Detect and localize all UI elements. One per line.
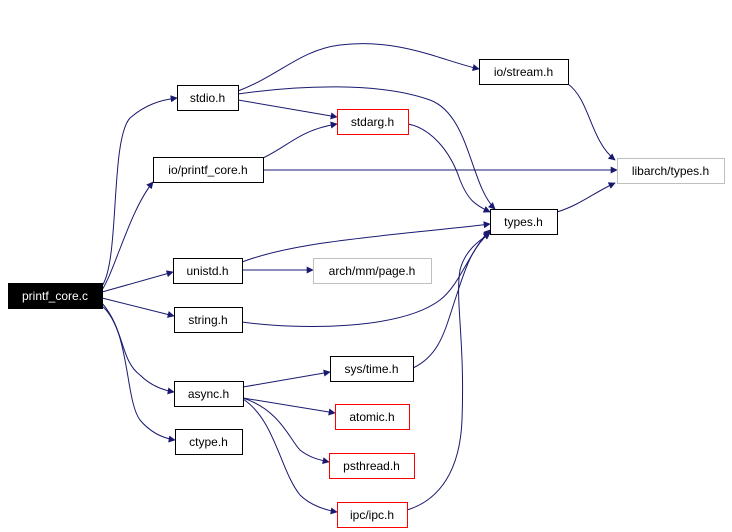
node-box[interactable] xyxy=(479,59,569,85)
node-printf-core-c[interactable]: printf_core.c xyxy=(8,283,103,309)
node-unistd-h[interactable]: unistd.h xyxy=(173,258,243,284)
node-psthread-h[interactable]: psthread.h xyxy=(329,453,415,479)
node-box[interactable] xyxy=(329,453,415,479)
node-sys-time-h[interactable]: sys/time.h xyxy=(330,356,414,382)
edge-stdio-h-to-types-h xyxy=(237,86,496,210)
node-box[interactable] xyxy=(175,429,243,455)
node-box[interactable] xyxy=(173,258,243,284)
node-io-printf-core-h[interactable]: io/printf_core.h xyxy=(153,157,264,183)
node-ctype-h[interactable]: ctype.h xyxy=(175,429,243,455)
edge-io-printf-core-h-to-stdarg-h xyxy=(262,121,338,159)
node-label: io/stream.h xyxy=(494,65,553,79)
node-box[interactable] xyxy=(174,381,244,407)
node-label: ctype.h xyxy=(189,435,228,449)
edge-printf-core-c-to-unistd-h xyxy=(101,270,174,293)
edge-unistd-h-to-types-h xyxy=(241,221,491,263)
node-atomic-h[interactable]: atomic.h xyxy=(335,404,410,430)
node-label: async.h xyxy=(188,387,229,401)
edge-printf-core-c-to-ctype-h xyxy=(101,305,176,443)
node-box[interactable] xyxy=(337,502,408,528)
edge-io-stream-h-to-libarch-types-h xyxy=(567,83,616,161)
edge-async-h-to-sys-time-h xyxy=(242,369,331,388)
node-box[interactable] xyxy=(617,158,725,184)
edge-stdarg-h-to-types-h xyxy=(407,123,491,213)
edge-sys-time-h-to-types-h xyxy=(412,231,491,369)
node-stdio-h[interactable]: stdio.h xyxy=(177,85,239,111)
node-string-h[interactable]: string.h xyxy=(174,307,243,333)
node-box[interactable] xyxy=(337,109,409,135)
node-io-stream-h[interactable]: io/stream.h xyxy=(479,59,569,85)
edge-printf-core-c-to-io-printf-core-h xyxy=(101,181,154,291)
node-box[interactable] xyxy=(330,356,414,382)
node-box[interactable] xyxy=(335,404,410,430)
nodes-layer: printf_core.c stdio.h io/printf_core.hunis… xyxy=(8,59,725,528)
edge-async-h-to-psthread-h xyxy=(242,397,330,465)
node-label: string.h xyxy=(188,313,227,327)
edge-printf-core-c-to-stdio-h xyxy=(101,95,178,287)
node-label: arch/mm/page.h xyxy=(329,264,416,278)
edge-async-h-to-atomic-h xyxy=(242,397,336,416)
node-label: ipc/ipc.h xyxy=(350,508,394,522)
node-label: printf_core.c xyxy=(22,289,88,303)
edges-layer xyxy=(101,43,618,515)
node-libarch-types-h[interactable]: libarch/types.h xyxy=(617,158,725,184)
edge-async-h-to-ipc-ipc-h xyxy=(242,398,338,515)
node-box[interactable] xyxy=(490,209,558,235)
edge-printf-core-c-to-async-h xyxy=(101,302,175,395)
node-label: stdarg.h xyxy=(351,115,394,129)
edge-types-h-to-libarch-types-h xyxy=(556,182,616,213)
node-async-h[interactable]: async.h xyxy=(174,381,244,407)
node-types-h[interactable]: types.h xyxy=(490,209,558,235)
node-box[interactable] xyxy=(153,157,264,183)
node-ipc-ipc-h[interactable]: ipc/ipc.h xyxy=(337,502,408,528)
node-label: psthread.h xyxy=(343,459,400,473)
node-label: atomic.h xyxy=(349,410,394,424)
node-box[interactable] xyxy=(174,307,243,333)
node-label: types.h xyxy=(504,215,543,229)
node-label: io/printf_core.h xyxy=(168,163,247,177)
node-label: libarch/types.h xyxy=(632,164,709,178)
node-label: unistd.h xyxy=(186,264,228,278)
edge-stdio-h-to-stdarg-h xyxy=(237,99,338,120)
edge-stdio-h-to-io-stream-h xyxy=(237,43,480,92)
node-label: stdio.h xyxy=(190,91,225,105)
node-stdarg-h[interactable]: stdarg.h xyxy=(337,109,409,135)
node-box[interactable] xyxy=(8,283,103,309)
node-box[interactable] xyxy=(313,258,432,284)
node-label: sys/time.h xyxy=(344,362,398,376)
edge-printf-core-c-to-string-h xyxy=(101,297,175,318)
node-arch-mm-page-h[interactable]: arch/mm/page.h xyxy=(313,258,432,284)
node-box[interactable] xyxy=(177,85,239,111)
edge-ipc-ipc-h-to-types-h xyxy=(406,232,491,511)
